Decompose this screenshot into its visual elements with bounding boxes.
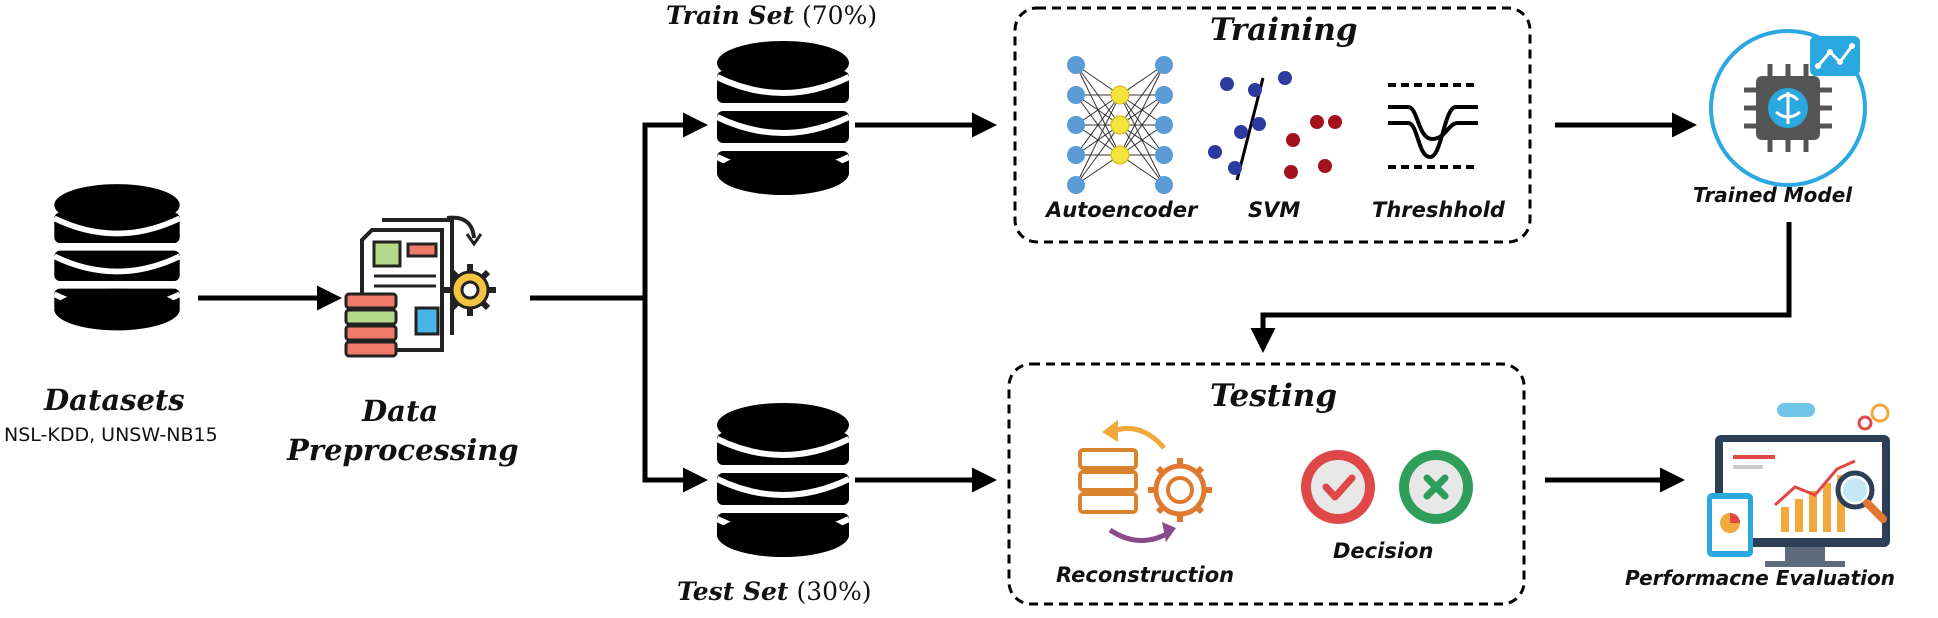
check-icon bbox=[1301, 450, 1375, 524]
training-box bbox=[1013, 6, 1532, 244]
preprocessing-label-line2: Preprocessing bbox=[287, 433, 519, 467]
train-set-label: Train Set (70%) bbox=[666, 1, 877, 30]
train-set-percent: (70%) bbox=[802, 1, 878, 30]
test-set-name: Test Set bbox=[677, 577, 789, 606]
testing-title: Testing bbox=[1210, 378, 1337, 414]
training-item-svm: SVM bbox=[1248, 198, 1301, 222]
training-title: Training bbox=[1210, 12, 1358, 48]
train-set-database-icon bbox=[717, 41, 849, 195]
svm-icon bbox=[1208, 71, 1342, 181]
testing-box bbox=[1007, 362, 1526, 606]
arrow-model-to-testing bbox=[1250, 222, 1792, 353]
datasets-database-icon bbox=[54, 184, 179, 330]
ai-chip-icon bbox=[1709, 29, 1867, 187]
test-set-database-icon bbox=[717, 403, 849, 557]
threshold-icon bbox=[1388, 83, 1478, 169]
train-set-name: Train Set bbox=[666, 1, 795, 30]
training-item-threshold: Threshhold bbox=[1372, 198, 1505, 222]
datasets-subtitle: NSL-KDD, UNSW-NB15 bbox=[4, 424, 218, 446]
split-line-test bbox=[642, 298, 708, 493]
cross-icon bbox=[1399, 450, 1473, 524]
testing-item-decision: Decision bbox=[1333, 539, 1434, 563]
monitor-analytics-icon bbox=[1707, 403, 1890, 567]
split-line-train bbox=[642, 112, 708, 298]
testing-item-reconstruction: Reconstruction bbox=[1056, 563, 1235, 587]
test-set-label: Test Set (30%) bbox=[677, 577, 872, 606]
trained-model-label: Trained Model bbox=[1693, 183, 1853, 207]
reconstruction-icon bbox=[1078, 420, 1212, 543]
test-set-percent: (30%) bbox=[796, 577, 872, 606]
datasets-title: Datasets bbox=[44, 383, 185, 417]
preprocessing-label-line1: Data bbox=[362, 394, 439, 428]
performance-evaluation-label: Performacne Evaluation bbox=[1625, 566, 1895, 590]
document-gear-icon bbox=[344, 215, 496, 358]
neural-network-icon bbox=[1067, 56, 1173, 194]
training-item-autoencoder: Autoencoder bbox=[1046, 198, 1198, 222]
